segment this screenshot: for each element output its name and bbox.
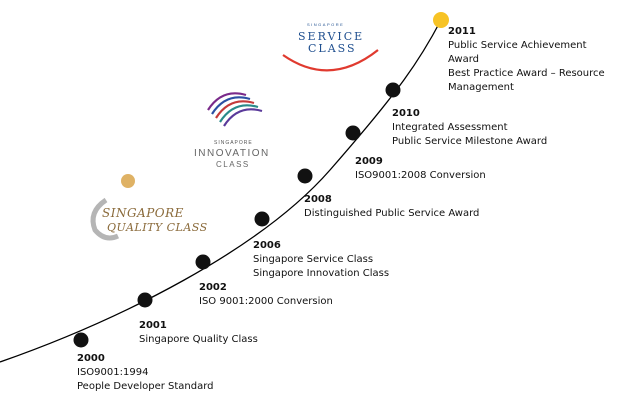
quality-class-logo-graphic	[90, 174, 135, 241]
milestone-dot-2010	[385, 82, 401, 98]
timeline-curve	[0, 19, 442, 363]
service-class-logo-arc	[282, 49, 379, 72]
innovation-class-logo-line1: INNOVATION	[194, 148, 270, 159]
milestone-line: Public Service Milestone Award	[392, 136, 548, 147]
milestone-2006: 2006 Singapore Service Class Singapore I…	[253, 239, 389, 281]
milestone-dot-2009	[345, 125, 361, 141]
milestone-2002: 2002 ISO 9001:2000 Conversion	[199, 281, 333, 309]
milestone-2008: 2008 Distinguished Public Service Award	[304, 193, 479, 221]
milestone-dot-2002	[195, 254, 211, 270]
milestone-2010: 2010 Integrated Assessment Public Servic…	[392, 107, 547, 149]
milestone-line: ISO9001:2008 Conversion	[355, 170, 486, 181]
innovation-class-logo-graphic	[207, 92, 263, 127]
milestone-dot-2008	[297, 168, 313, 184]
milestone-year: 2010	[392, 108, 420, 119]
innovation-class-logo-line2: CLASS	[216, 160, 250, 169]
innovation-class-logo-small: SINGAPORE	[214, 140, 253, 146]
quality-class-logo-line1: SINGAPORE	[102, 206, 184, 220]
milestone-line: People Developer Standard	[77, 381, 214, 392]
milestone-line: Singapore Quality Class	[139, 334, 258, 345]
milestone-line: Management	[448, 82, 514, 93]
milestone-year: 2009	[355, 156, 383, 167]
milestone-line: Award	[448, 54, 480, 65]
milestone-dot-2000	[73, 332, 89, 348]
milestone-line: Integrated Assessment	[392, 122, 508, 133]
milestone-year: 2006	[253, 240, 281, 251]
milestone-year: 2001	[139, 320, 167, 331]
milestone-line: ISO 9001:2000 Conversion	[199, 296, 333, 307]
quality-class-logo-line2: QUALITY CLASS	[107, 221, 208, 234]
milestone-2001: 2001 Singapore Quality Class	[139, 319, 258, 347]
milestone-line: Public Service Achievement	[448, 40, 587, 51]
service-class-logo-line2: CLASS	[308, 42, 357, 55]
milestone-2000: 2000 ISO9001:1994 People Developer Stand…	[77, 352, 214, 394]
milestone-line: Singapore Service Class	[253, 254, 374, 265]
milestone-dot-2011	[433, 12, 449, 28]
milestone-2009: 2009 ISO9001:2008 Conversion	[355, 155, 486, 183]
milestone-year: 2008	[304, 194, 332, 205]
service-class-logo-line1: SERVICE	[298, 30, 365, 43]
milestone-year: 2002	[199, 282, 227, 293]
milestone-dot-2001	[137, 292, 153, 308]
milestone-2011: 2011 Public Service Achievement Award Be…	[448, 25, 605, 95]
milestone-year: 2011	[448, 26, 476, 37]
milestone-year: 2000	[77, 353, 105, 364]
milestone-line: Singapore Innovation Class	[253, 268, 390, 279]
service-class-logo-small: SINGAPORE	[307, 22, 345, 27]
milestone-dot-2006	[254, 211, 270, 227]
milestone-line: ISO9001:1994	[77, 367, 149, 378]
milestone-line: Best Practice Award – Resource	[448, 68, 605, 79]
milestone-line: Distinguished Public Service Award	[304, 208, 480, 219]
